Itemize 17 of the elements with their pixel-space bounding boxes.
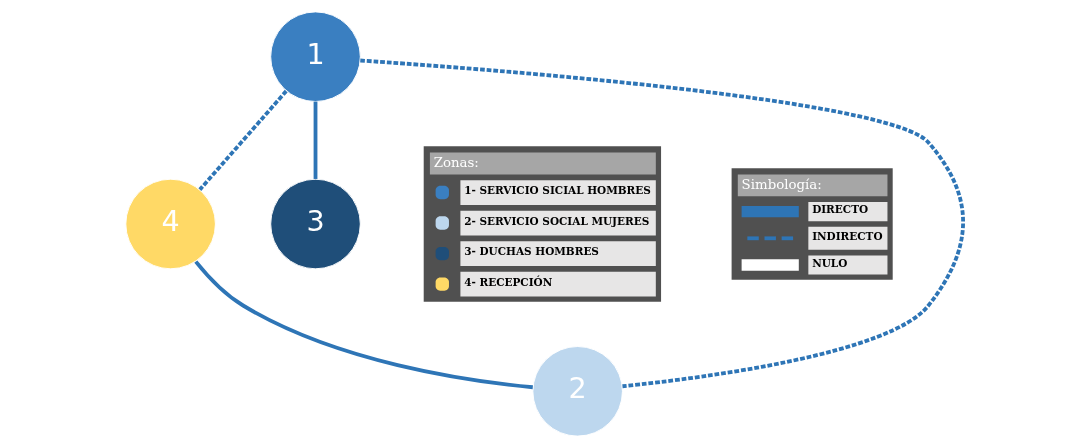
legend-label: 1- SERVICIO SICIAL HOMBRES bbox=[464, 184, 651, 197]
connector bbox=[198, 89, 288, 191]
label: Zonas: bbox=[433, 155, 479, 170]
connector bbox=[360, 58, 965, 389]
legend-label: 3- DUCHAS HOMBRES bbox=[464, 245, 599, 258]
legend-label: 2- SERVICIO SOCIAL MUJERES bbox=[464, 214, 650, 227]
connector bbox=[194, 260, 533, 390]
legend-label: 4- RECEPCIÓN bbox=[464, 275, 553, 288]
legend-label: NULO bbox=[812, 256, 848, 269]
legend-label: INDIRECTO bbox=[812, 230, 883, 243]
node-circle: 3 bbox=[270, 178, 361, 270]
label: Simbología: bbox=[741, 176, 822, 192]
connector bbox=[313, 101, 318, 179]
node-circle: 2 bbox=[532, 346, 623, 437]
legend-label: DIRECTO bbox=[812, 203, 869, 216]
node-circle: 4 bbox=[125, 178, 216, 270]
node-circle: 1 bbox=[270, 11, 361, 102]
